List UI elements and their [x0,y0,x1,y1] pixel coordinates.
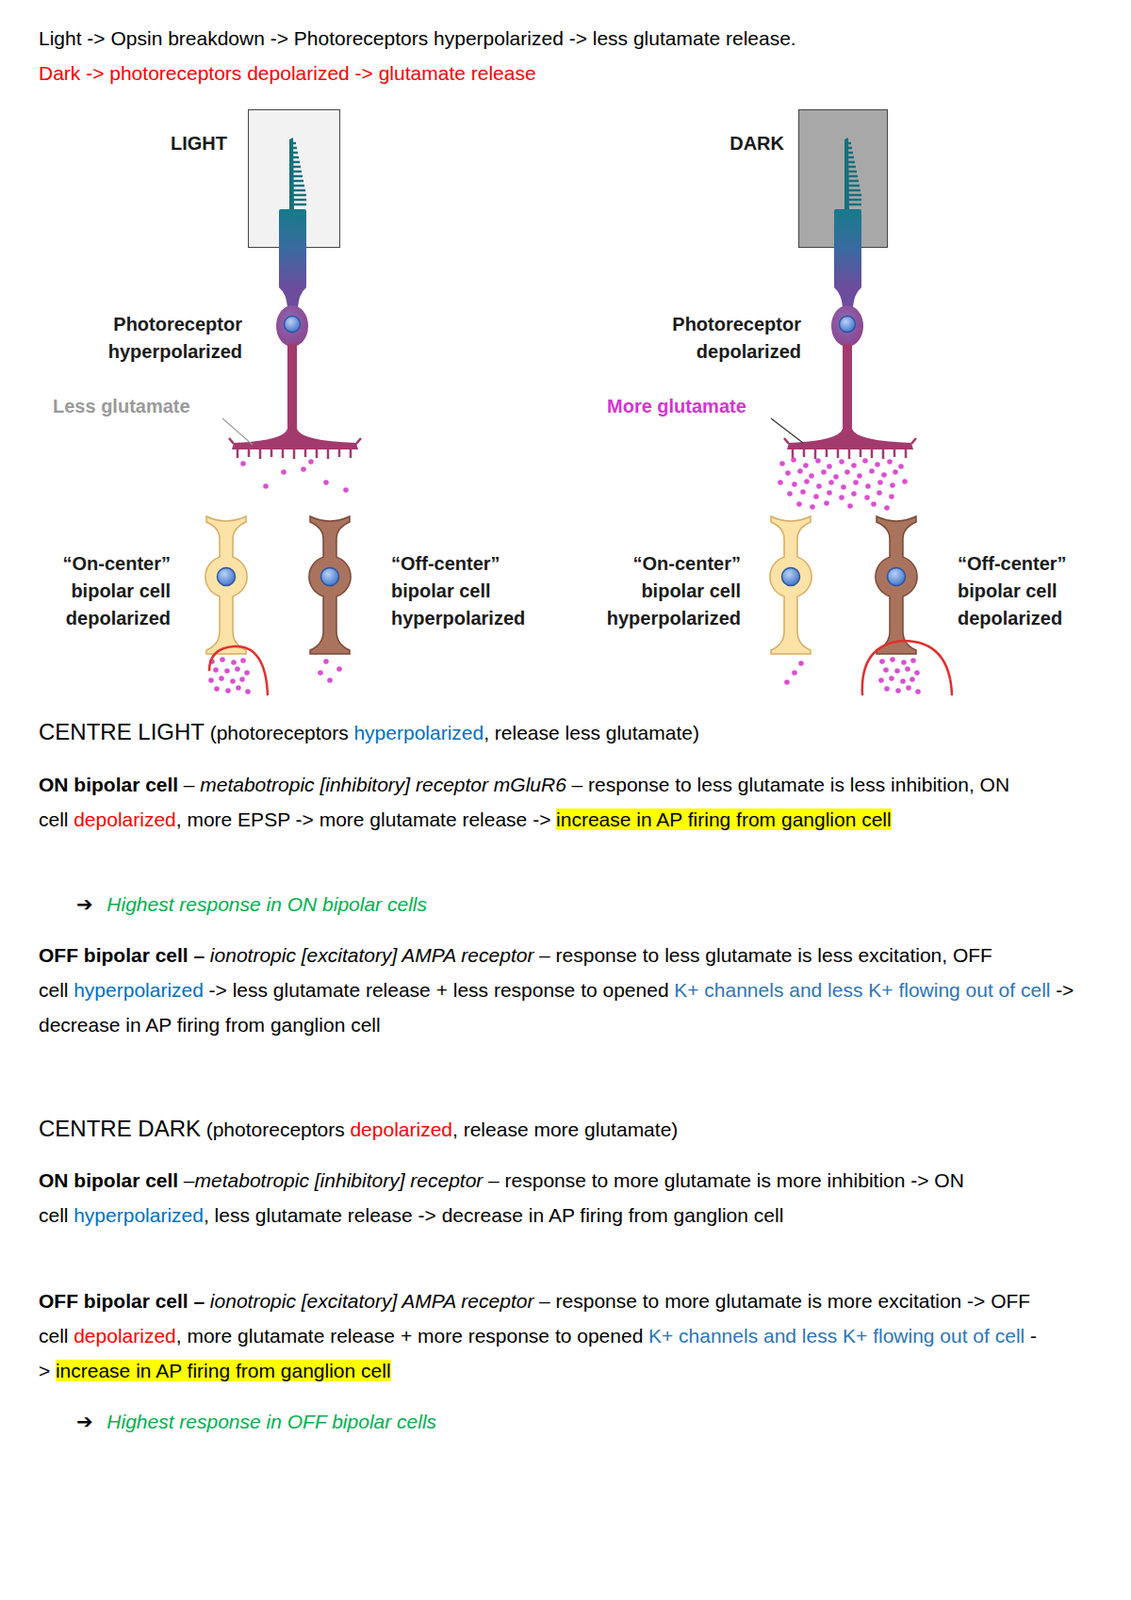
note-text: -> less glutamate release + less respons… [209,979,670,1001]
text-paragraph: Dark -> photoreceptors depolarized -> gl… [38,55,1104,91]
note-text: – [183,1169,196,1192]
photoreceptor-cell: Photoreceptor depolarized [828,282,867,368]
cell-label: “On-center” bipolar cell depolarized [10,550,171,633]
bipolar-cell: “On-center” bipolar cell depolarized [205,516,247,655]
light-panel: LIGHT [247,109,341,248]
ganglion-cell-outline [862,640,952,696]
cell-label: DARK [699,130,785,158]
note-text: (photoreceptors [210,721,349,744]
note-text: -> decrease in AP firing from ganglion c… [38,979,1074,1036]
glutamate-dots [320,661,340,681]
off-bipolar-cell [309,516,351,655]
term-text: ON bipolar cell [38,1169,179,1192]
arrow-symbol: ➔ [76,893,94,916]
note-text: , more EPSP -> more glutamate release -> [176,808,552,831]
note-text: depolarized [349,1118,453,1141]
cell-label: LIGHT [132,130,228,158]
on-bipolar-cell [770,516,812,655]
leader-line [222,418,253,445]
note-text: K+ channels and less K+ flowing out of c… [648,1325,1025,1347]
note-text: hyperpolarized [73,1204,204,1227]
note-text: , release more glutamate) [452,1118,678,1141]
photoreceptor-cell [784,137,917,459]
glutamate-dots [243,461,346,491]
note-line: Light -> Opsin breakdown -> Photorecepto… [38,27,797,50]
cell-label: “On-center” bipolar cell hyperpolarized [580,550,741,633]
note-text: ionotropic [excitatory] AMPA receptor [210,944,535,967]
text-paragraph: OFF bipolar cell –ionotropic [excitatory… [38,1283,1099,1389]
text-paragraph: ➔ Highest response in ON bipolar cells [76,886,1095,922]
text-paragraph: Light -> Opsin breakdown -> Photorecepto… [38,20,1104,56]
text-paragraph: ON bipolar cell–metabotropic [inhibitory… [38,767,1099,837]
arrow-symbol: ➔ [76,1410,94,1433]
glutamate-label: Less glutamate [52,395,191,417]
note-text: metabotropic [inhibitory] receptor [195,1169,484,1192]
off-bipolar-cell [875,516,918,655]
term-text: ON bipolar cell [38,773,179,796]
photoreceptor-cell: Photoreceptor hyperpolarized [273,282,312,368]
note-text: depolarized [73,1325,177,1347]
note-text: – response to less glutamate is less exc… [38,944,993,1001]
text-paragraph: ➔ Highest response in OFF bipolar cells [76,1404,1095,1440]
text-paragraph: Less glutamate [52,392,261,421]
photoreceptor-cell [229,137,361,459]
on-bipolar-cell [205,516,247,655]
conclusion-text: Highest response in OFF bipolar cells [106,1410,437,1433]
note-text: depolarized [73,808,177,831]
text-paragraph: More glutamate [606,392,815,421]
term-text: OFF bipolar cell – [38,1290,205,1312]
glutamate-dots [881,659,918,692]
cell-label: Photoreceptor hyperpolarized [63,311,243,366]
bipolar-cell: “Off-center” bipolar cell depolarized [875,516,918,655]
dark-panel: DARK [798,109,888,248]
glutamate-dots [786,663,802,683]
note-text: , more glutamate release + more response… [176,1325,644,1347]
note-text: – response to more glutamate is more inh… [38,1169,965,1227]
section-heading: CENTRE LIGHT [38,719,205,745]
text-paragraph: CENTRE LIGHT(photoreceptorshyperpolarize… [38,714,1099,751]
leader-line [770,418,804,443]
term-text: OFF bipolar cell – [38,944,205,967]
note-text: K+ channels and less K+ flowing out of c… [673,979,1050,1001]
note-text: – response to less glutamate is less inh… [38,773,1010,831]
note-text: metabotropic [inhibitory] receptor mGluR… [199,773,567,796]
cell-label: “Off-center” bipolar cell hyperpolarized [391,550,557,633]
note-text: hyperpolarized [73,979,204,1001]
section-heading: CENTRE DARK [38,1115,201,1142]
note-text: hyperpolarized [353,721,484,744]
conclusion-text: Highest response in ON bipolar cells [106,893,427,916]
highlight-text: increase in AP firing from ganglion cell [556,808,892,831]
note-text: -> [38,1325,1037,1382]
bipolar-cell: “Off-center” bipolar cell hyperpolarized [309,516,351,655]
note-text: (photoreceptors [206,1118,345,1141]
note-text: – response to more glutamate is more exc… [38,1290,1031,1347]
glutamate-dots [211,659,248,692]
text-paragraph: CENTRE DARK(photoreceptorsdepolarized, r… [38,1111,1099,1148]
note-text: – [183,773,196,796]
cell-label: “Off-center” bipolar cell depolarized [957,550,1118,633]
ganglion-cell-outline [209,646,268,696]
note-text: ionotropic [excitatory] AMPA receptor [210,1290,535,1312]
text-paragraph: OFF bipolar cell –ionotropic [excitatory… [38,937,1099,1043]
glutamate-label: More glutamate [606,395,747,417]
note-text: , less glutamate release -> decrease in … [203,1204,784,1227]
note-text: , release less glutamate) [483,721,700,744]
note-line: Dark -> photoreceptors depolarized -> gl… [38,62,537,84]
bipolar-cell: “On-center” bipolar cell hyperpolarized [770,516,812,655]
glutamate-dots [780,459,905,509]
text-paragraph: ON bipolar cell–metabotropic [inhibitory… [38,1163,1099,1233]
highlight-text: increase in AP firing from ganglion cell [55,1360,392,1382]
cell-label: Photoreceptor depolarized [622,311,802,366]
